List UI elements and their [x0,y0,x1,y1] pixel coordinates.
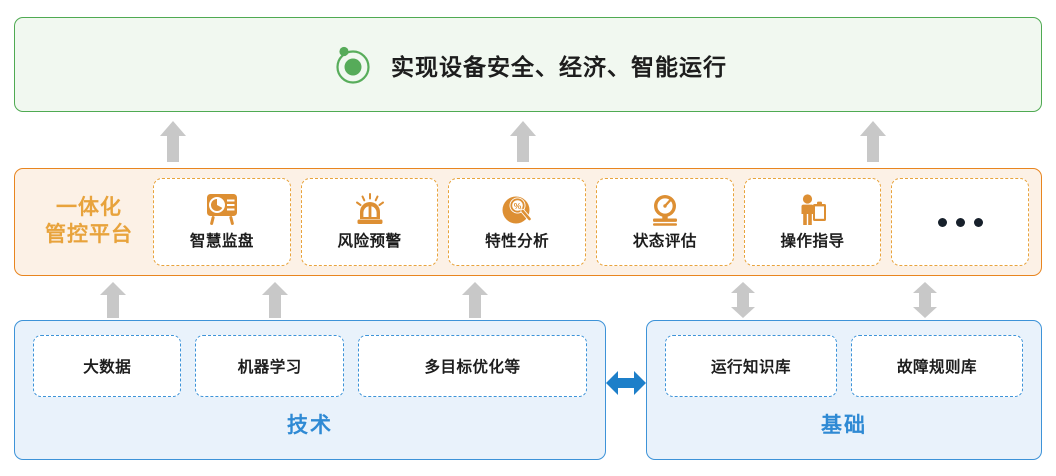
base-chip-fault-rules[interactable]: 故障规则库 [851,335,1023,397]
presentation-board-chart-icon [203,193,241,227]
person-clipboard-icon [794,193,832,227]
gauge-meter-icon [646,193,684,227]
fn-card-label: 风险预警 [337,233,402,250]
goal-text: 实现设备安全、经济、智能运行 [391,53,727,80]
function-cards-row: 智慧监盘 [153,178,1030,266]
goal-banner: 实现设备安全、经济、智能运行 [14,17,1042,112]
tech-chip-big-data[interactable]: 大数据 [33,335,182,397]
base-chip-operation-knowledge[interactable]: 运行知识库 [665,335,837,397]
platform-label: 一体化 管控平台 [25,195,153,249]
tech-chip-machine-learning[interactable]: 机器学习 [195,335,344,397]
base-panel: 运行知识库 故障规则库 基础 [646,320,1042,460]
svg-text:%: % [514,201,522,211]
base-chips-row: 运行知识库 故障规则库 [665,335,1023,397]
fn-card-smart-monitoring[interactable]: 智慧监盘 [153,178,291,266]
fn-card-label: 特性分析 [485,233,550,250]
fn-card-label: 操作指导 [780,233,845,250]
atom-orbit-icon [329,42,375,88]
fn-card-risk-warning[interactable]: 风险预警 [300,178,439,266]
arrow-tech-to-platform-1 [100,282,126,318]
platform-panel: 一体化 管控平台 智慧监盘 [14,168,1042,276]
fn-card-label: 智慧监盘 [189,233,254,250]
fn-card-status-evaluation[interactable]: 状态评估 [596,178,734,266]
magnifier-percent-icon: % [498,193,536,227]
ellipsis-dots-icon [937,217,983,227]
base-panel-title: 基础 [821,414,867,437]
tech-chips-row: 大数据 机器学习 多目标优化等 [33,335,588,397]
arrow-platform-to-goal-3 [860,121,886,162]
fn-card-operation-guidance[interactable]: 操作指导 [743,178,882,266]
arrow-base-to-platform-2 [912,282,938,318]
arrow-base-to-platform-1 [730,282,756,318]
alarm-siren-icon [351,193,389,227]
tech-panel: 大数据 机器学习 多目标优化等 技术 [14,320,606,460]
fn-card-more[interactable] [891,178,1030,266]
arrow-platform-to-goal-1 [160,121,186,162]
fn-card-characteristic-analysis[interactable]: % 特性分析 [448,178,587,266]
platform-label-line2: 管控平台 [45,223,133,246]
arrow-tech-base-bridge [606,368,646,398]
arrow-tech-to-platform-3 [462,282,488,318]
arrow-tech-to-platform-2 [262,282,288,318]
fn-card-label: 状态评估 [632,233,697,250]
arrow-platform-to-goal-2 [510,121,536,162]
platform-label-line1: 一体化 [56,196,122,220]
tech-chip-multi-objective-optimization[interactable]: 多目标优化等 [357,335,588,397]
tech-panel-title: 技术 [287,414,333,437]
